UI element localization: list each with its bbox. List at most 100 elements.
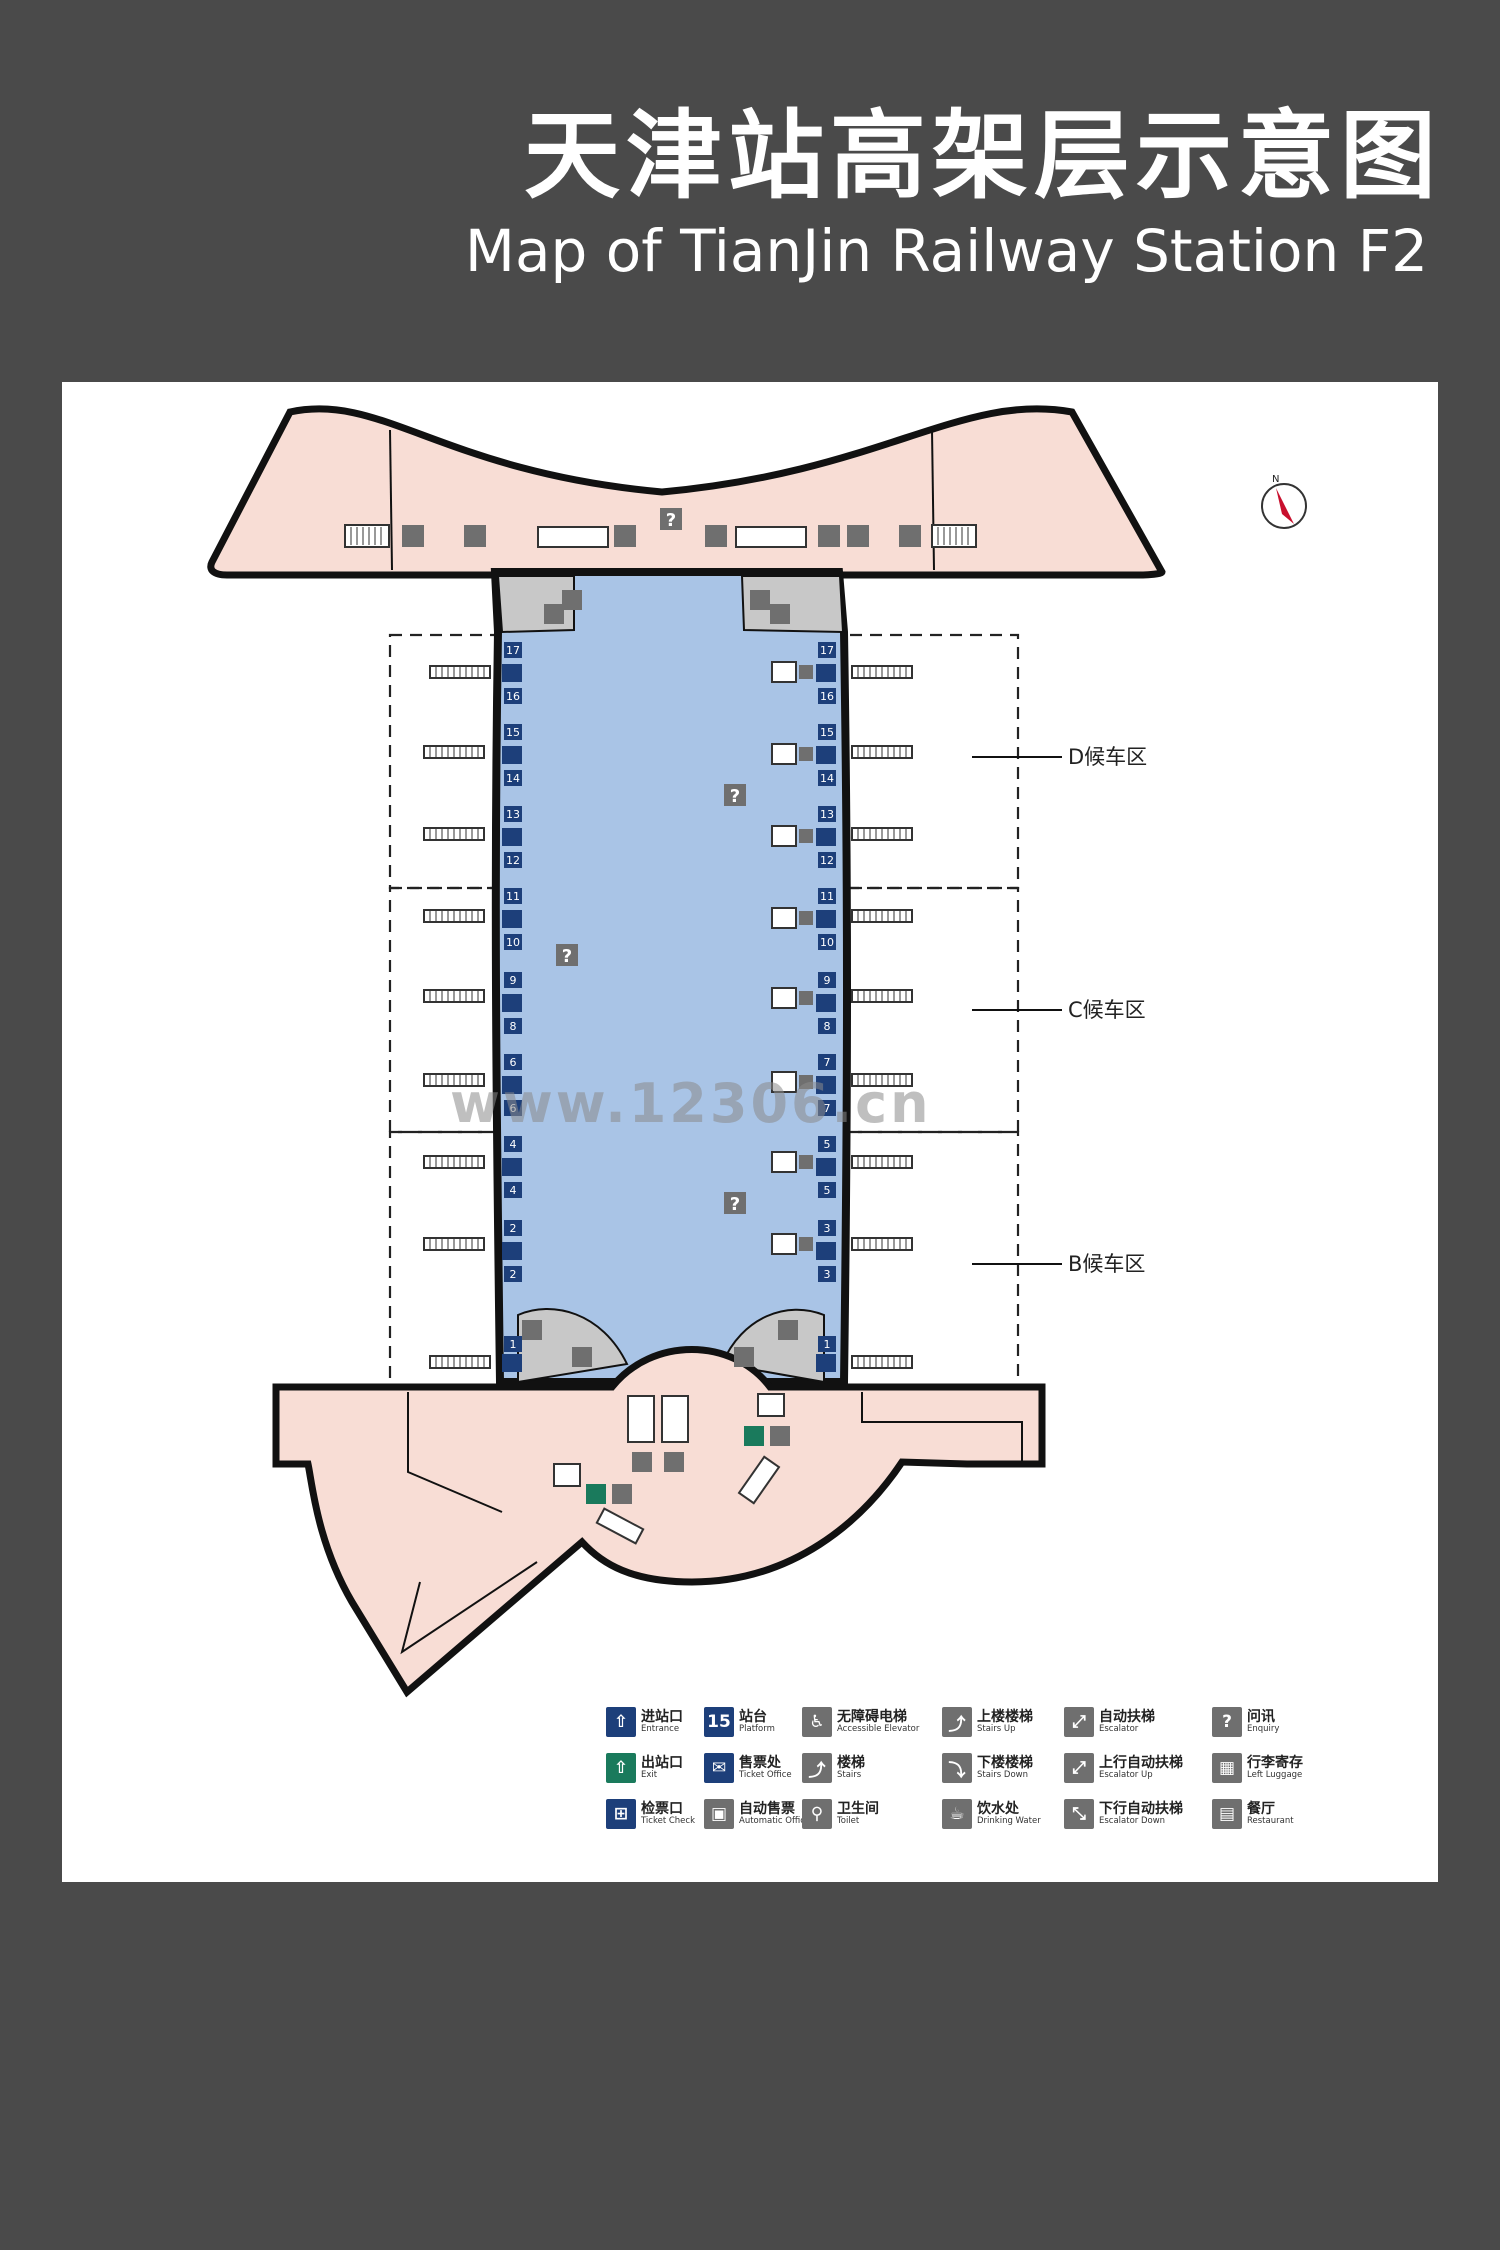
ticket-check-icon bbox=[502, 1242, 522, 1260]
accessible-elevator-icon bbox=[771, 907, 797, 929]
accessible-elevator-icon bbox=[771, 743, 797, 765]
ticket-check-icon bbox=[816, 1242, 836, 1260]
ticket-check-icon bbox=[816, 910, 836, 928]
ticket-check-icon bbox=[502, 1076, 522, 1094]
enquiry-glyph: ? bbox=[730, 786, 740, 807]
platform-stairs bbox=[423, 745, 485, 759]
platform-number-badge bbox=[818, 806, 836, 822]
zone-labels: D候车区 C候车区 B候车区 bbox=[972, 745, 1147, 1276]
platform-number: 15 bbox=[820, 726, 834, 739]
elevator-shaft-icon bbox=[799, 747, 813, 761]
escalator-pair-icon bbox=[735, 526, 807, 548]
ticket-check-icon bbox=[502, 1354, 522, 1372]
platform-stairs bbox=[851, 665, 913, 679]
ticket-check-icon bbox=[816, 746, 836, 764]
platform-stairs bbox=[851, 909, 913, 923]
page-title-cn: 天津站高架层示意图 bbox=[524, 100, 1442, 212]
drinking-water-icon bbox=[750, 590, 770, 610]
waiting-concourse bbox=[490, 568, 851, 1386]
exit-icon bbox=[586, 1484, 606, 1504]
legend-label-en: Automatic Office bbox=[739, 1815, 811, 1826]
ticket-check-icon bbox=[502, 1158, 522, 1176]
platform-number-badge bbox=[818, 688, 836, 704]
drinking-water-icon: ☕ bbox=[942, 1799, 972, 1829]
legend-label-en: Escalator Up bbox=[1099, 1769, 1153, 1780]
ticket-check-icon bbox=[816, 664, 836, 682]
platform-number-badge bbox=[504, 934, 522, 950]
toilet-icon: ⚲ bbox=[802, 1799, 832, 1829]
stairs-up-icon: ⤴ bbox=[942, 1707, 972, 1737]
legend-label-en: Ticket Office bbox=[739, 1769, 792, 1780]
platform-stairs bbox=[851, 1155, 913, 1169]
platform-number-badge bbox=[504, 1100, 522, 1116]
entrance-icon: ⇧ bbox=[606, 1707, 636, 1737]
elevator-shaft-icon bbox=[799, 911, 813, 925]
watermark-text: www.12306.cn bbox=[450, 1072, 932, 1135]
escalator-icon bbox=[664, 1452, 684, 1472]
platform-number: 2 bbox=[510, 1222, 517, 1235]
accessible-elevator-icon bbox=[553, 1463, 581, 1487]
legend-label-cn: 检票口 bbox=[641, 1801, 683, 1818]
legend-label-en: Stairs Up bbox=[977, 1723, 1016, 1734]
platform-number: 14 bbox=[820, 772, 834, 785]
platform-number-badge bbox=[504, 642, 522, 658]
platform-number-badge bbox=[818, 1220, 836, 1236]
platform-number-badge bbox=[818, 934, 836, 950]
stairs-icon bbox=[931, 524, 977, 548]
platform-number-badge bbox=[818, 972, 836, 988]
platform-number: 8 bbox=[510, 1020, 517, 1033]
compass: N bbox=[1261, 474, 1307, 529]
drinking-water-icon bbox=[847, 525, 869, 547]
accessible-elevator-icon bbox=[771, 1071, 797, 1093]
platform-stairs bbox=[851, 1355, 913, 1369]
platform-number: 7 bbox=[824, 1056, 831, 1069]
exit-icon: ⇧ bbox=[606, 1753, 636, 1783]
elevator-shaft-icon bbox=[799, 991, 813, 1005]
platform-stairs bbox=[429, 665, 491, 679]
elevator-shaft-icon bbox=[799, 1075, 813, 1089]
platform-stairs bbox=[423, 827, 485, 841]
platform-number-badge bbox=[504, 724, 522, 740]
escalator-pair-icon bbox=[627, 1395, 655, 1443]
automatic-ticket-icon: ▣ bbox=[704, 1799, 734, 1829]
elevators-right bbox=[771, 661, 813, 1255]
legend-label-en: Left Luggage bbox=[1247, 1769, 1303, 1780]
platform-stairs bbox=[423, 1237, 485, 1251]
escalator-icon: ⤢ bbox=[1064, 1707, 1094, 1737]
escalator-down-icon: ⤡ bbox=[1064, 1799, 1094, 1829]
platform-stairs-left bbox=[423, 665, 491, 1369]
escalator-icon bbox=[614, 525, 636, 547]
platform-number-badge bbox=[818, 1266, 836, 1282]
platform-number-badge bbox=[818, 642, 836, 658]
stairs-icon: ⤴ bbox=[802, 1753, 832, 1783]
stairs-up-icon bbox=[402, 525, 424, 547]
elevator-shaft-icon bbox=[799, 829, 813, 843]
legend-label-cn: 售票处 bbox=[739, 1755, 781, 1772]
platform-stairs-right bbox=[851, 665, 913, 1369]
ticket-check-icon bbox=[816, 994, 836, 1012]
exit-icon bbox=[744, 1426, 764, 1446]
legend-label-en: Accessible Elevator bbox=[837, 1723, 920, 1734]
zone-b-label: B候车区 bbox=[1068, 1252, 1145, 1276]
ticket-check-icon bbox=[502, 664, 522, 682]
escalator-up-icon: ⤢ bbox=[1064, 1753, 1094, 1783]
platform-number-badge bbox=[504, 888, 522, 904]
drinking-water-icon bbox=[562, 590, 582, 610]
platform-number-badge bbox=[504, 1054, 522, 1070]
platform-number: 3 bbox=[824, 1268, 831, 1281]
platform-number-badge bbox=[818, 1100, 836, 1116]
left-luggage-icon: ▦ bbox=[1212, 1753, 1242, 1783]
legend-label-cn: 上行自动扶梯 bbox=[1099, 1755, 1183, 1772]
elevator-shaft-icon bbox=[799, 1237, 813, 1251]
left-luggage-icon bbox=[818, 525, 840, 547]
